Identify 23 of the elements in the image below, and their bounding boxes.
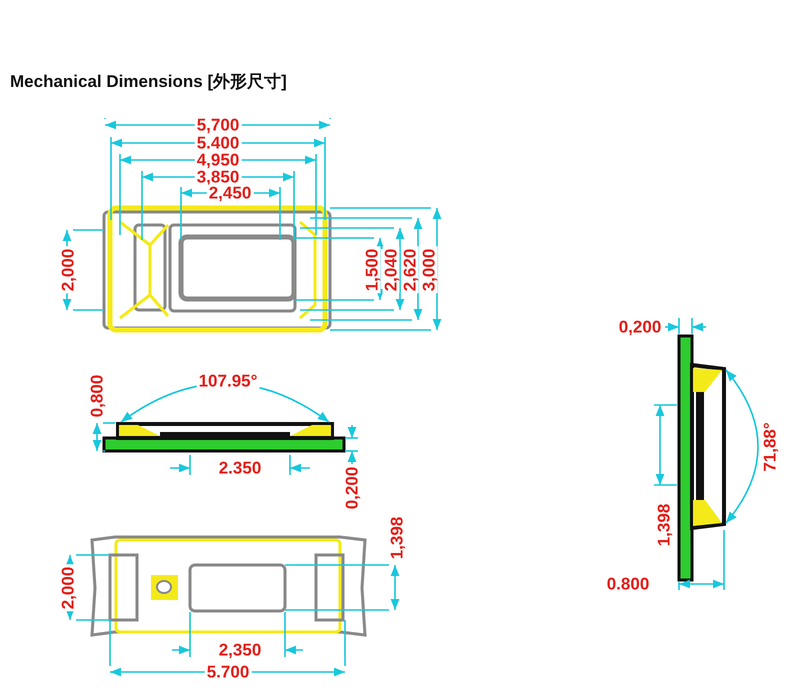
dimension-label: 2,040: [382, 246, 400, 294]
dimension-label: 1,500: [364, 246, 380, 294]
dimension-label: 5.700: [204, 664, 252, 680]
dimension-label: 2,620: [402, 246, 418, 294]
dimension-label: 2,000: [60, 564, 76, 612]
diagram-title: Mechanical Dimensions [外形尺寸]: [10, 71, 287, 93]
dimension-label: 2,450: [206, 184, 254, 202]
dimension-label: 5,700: [194, 116, 242, 134]
dimension-label: 2,350: [216, 642, 264, 658]
dimension-label: 1,398: [656, 502, 672, 548]
dimension-label: 0,800: [88, 372, 106, 420]
dimension-label: 3,850: [194, 168, 242, 186]
dimension-label: 4,950: [194, 152, 242, 168]
dimension-label: 3,000: [420, 246, 438, 294]
dimension-label: 2.350: [216, 460, 264, 476]
dimension-label: 0,200: [344, 464, 360, 512]
dimension-label: 0.800: [604, 576, 652, 592]
dimension-label: 1,398: [388, 514, 406, 562]
angle-label: 107.95°: [196, 372, 260, 390]
dimension-label: 5.400: [194, 134, 242, 152]
dimension-label: 0,200: [616, 318, 664, 336]
dimension-label: 2,000: [60, 246, 76, 294]
angle-label: 71,88°: [762, 420, 778, 474]
